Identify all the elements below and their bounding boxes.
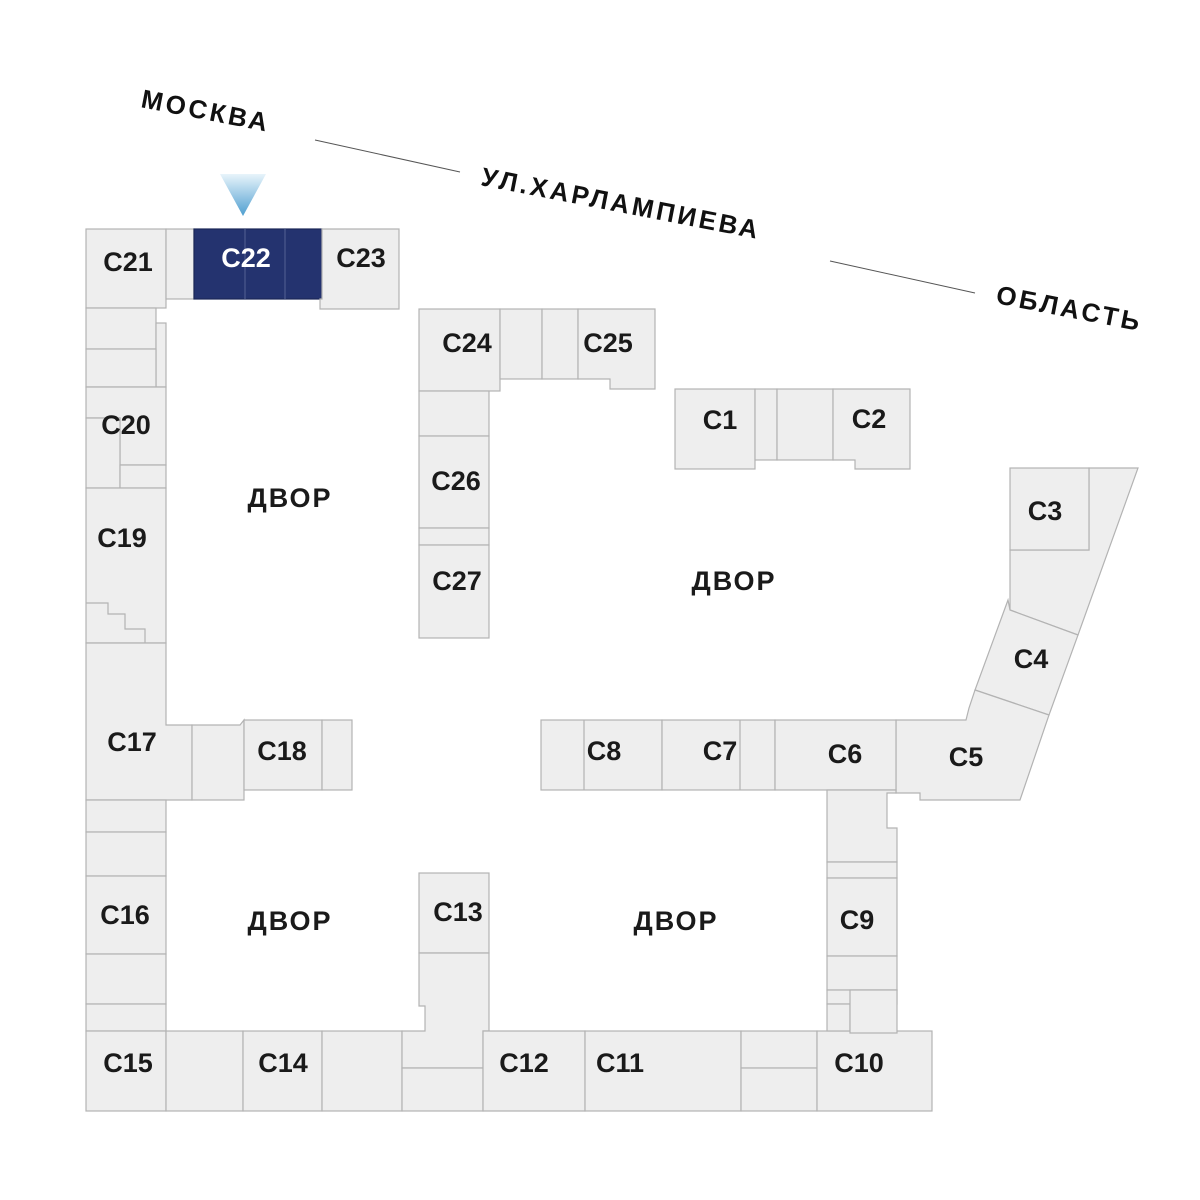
label-c9: С9 xyxy=(840,905,875,935)
section-c17[interactable] xyxy=(85,642,193,801)
label-c18: С18 xyxy=(257,736,307,766)
cell-block xyxy=(826,861,898,879)
yard-label: ДВОР xyxy=(247,906,332,936)
cell-block xyxy=(418,527,490,546)
road-line xyxy=(829,260,976,294)
yard-label: ДВОР xyxy=(247,483,332,513)
cell-block xyxy=(499,308,543,380)
section-c1[interactable] xyxy=(674,388,756,470)
center-wing xyxy=(418,308,656,639)
label-c17: С17 xyxy=(107,727,157,757)
section-c11[interactable] xyxy=(584,1030,742,1112)
cell-block xyxy=(321,719,353,791)
section-c13[interactable] xyxy=(418,872,490,954)
label-c22: С22 xyxy=(221,243,271,273)
cell-block xyxy=(85,831,167,877)
section-c21[interactable] xyxy=(85,228,167,309)
cell-block xyxy=(155,322,167,388)
label-c21: С21 xyxy=(103,247,153,277)
label-c6: С6 xyxy=(828,739,863,769)
location-marker-icon xyxy=(220,174,266,216)
section-c26[interactable] xyxy=(418,435,490,529)
cell-block xyxy=(895,689,1050,801)
yard-labels: ДВОР ДВОР ДВОР ДВОР xyxy=(247,483,776,936)
section-c18[interactable] xyxy=(243,719,323,791)
cell-block xyxy=(85,348,157,388)
section-c15[interactable] xyxy=(85,1030,167,1112)
label-c1: С1 xyxy=(703,405,738,435)
section-c25[interactable] xyxy=(577,308,656,390)
label-c27: С27 xyxy=(432,566,482,596)
street-label-name: УЛ.ХАРЛАМПИЕВА xyxy=(479,161,764,245)
section-c7[interactable] xyxy=(661,719,776,791)
label-c2: С2 xyxy=(852,404,887,434)
section-c14[interactable] xyxy=(242,1030,323,1112)
cell-block xyxy=(776,388,834,461)
yard-label: ДВОР xyxy=(633,906,718,936)
label-c14: С14 xyxy=(258,1048,308,1078)
cell-block xyxy=(418,390,490,437)
section-c24[interactable] xyxy=(418,308,501,392)
cell-block xyxy=(119,464,167,489)
cell-block xyxy=(191,718,245,801)
label-c15: С15 xyxy=(103,1048,153,1078)
label-c23: С23 xyxy=(336,243,386,273)
east-wing xyxy=(895,467,1139,801)
cell-block xyxy=(401,1067,484,1112)
cell-block xyxy=(826,789,898,863)
cell-block xyxy=(321,1030,403,1112)
street-label-moskva: МОСКВА xyxy=(139,83,273,137)
section-c2[interactable] xyxy=(832,388,911,470)
section-c27[interactable] xyxy=(418,544,490,639)
cell-block xyxy=(541,308,579,380)
cell-block xyxy=(740,1067,818,1112)
section-c23[interactable] xyxy=(319,228,400,310)
label-c11: С11 xyxy=(596,1048,644,1078)
label-c26: С26 xyxy=(431,466,481,496)
label-c5: С5 xyxy=(949,742,984,772)
cell-block xyxy=(826,1003,851,1032)
label-c3: С3 xyxy=(1028,496,1063,526)
section-labels: С21 С22 С23 С20 С19 С17 С18 С16 С15 С14 … xyxy=(97,243,1062,1078)
west-wing xyxy=(85,228,400,1032)
label-c4: С4 xyxy=(1014,644,1049,674)
cell-block xyxy=(740,1030,818,1069)
cell-block xyxy=(85,307,157,350)
cell-block xyxy=(85,953,167,1005)
cell-block xyxy=(401,952,490,1069)
section-c8[interactable] xyxy=(540,719,663,791)
label-c7: С7 xyxy=(703,736,738,766)
section-c6[interactable] xyxy=(774,719,897,791)
north-east-wing xyxy=(674,388,911,470)
label-c20: С20 xyxy=(101,410,151,440)
cell-block xyxy=(849,989,898,1034)
label-c16: С16 xyxy=(100,900,150,930)
label-c8: С8 xyxy=(587,736,622,766)
cell-block xyxy=(165,1030,244,1112)
section-c3[interactable] xyxy=(1009,467,1090,551)
label-c24: С24 xyxy=(442,328,492,358)
label-c25: С25 xyxy=(583,328,633,358)
cell-block xyxy=(85,799,167,833)
street-label-oblast: ОБЛАСТЬ xyxy=(994,279,1145,337)
road-line xyxy=(314,139,461,173)
yard-label: ДВОР xyxy=(691,566,776,596)
label-c10: С10 xyxy=(834,1048,884,1078)
cell-block xyxy=(85,1003,167,1032)
section-c19[interactable] xyxy=(85,487,167,644)
cell-block xyxy=(85,417,121,489)
section-c16[interactable] xyxy=(85,875,167,955)
cell-block xyxy=(165,228,195,300)
section-c22[interactable] xyxy=(193,228,323,300)
south-east-wing xyxy=(540,719,898,1034)
label-c12: С12 xyxy=(499,1048,549,1078)
cell-block xyxy=(826,955,898,991)
cell-block xyxy=(754,388,778,461)
label-c19: С19 xyxy=(97,523,147,553)
label-c13: С13 xyxy=(433,897,483,927)
stair-lines xyxy=(86,602,146,643)
